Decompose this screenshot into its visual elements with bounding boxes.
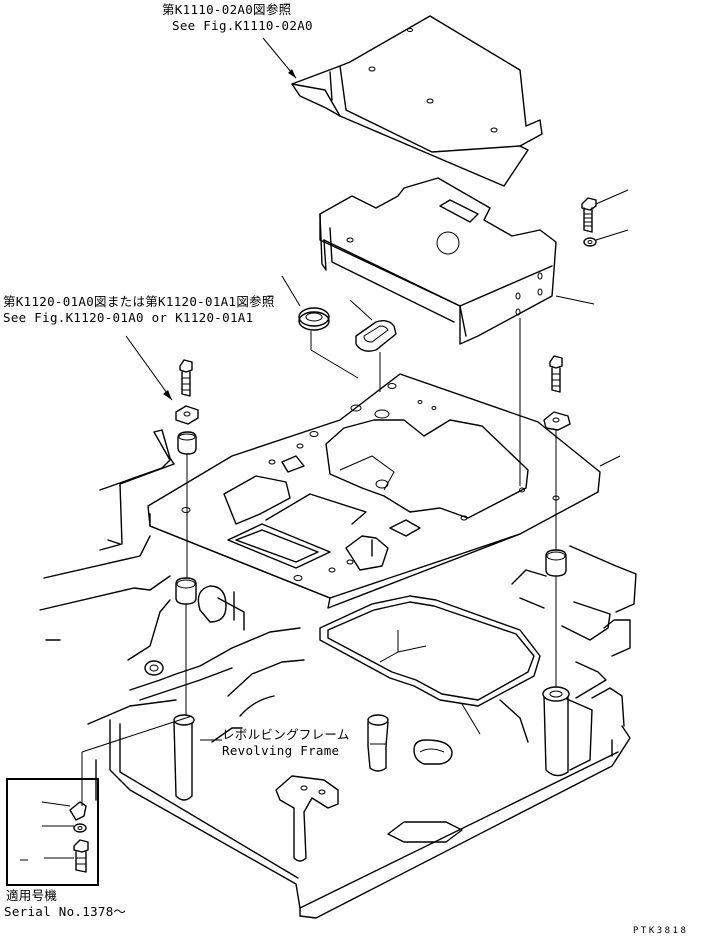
ref-cover-label-en: See Fig.K1110-02A0 bbox=[172, 18, 313, 33]
mount-cushion-left-lower bbox=[175, 577, 197, 605]
left-side-bracket bbox=[99, 429, 175, 551]
floor-plate-part bbox=[147, 373, 621, 609]
frame-pin-center bbox=[367, 714, 389, 772]
revolving-frame-label-jp: レボルビングフレーム bbox=[222, 727, 350, 742]
mount-bolt-right bbox=[549, 355, 563, 393]
ref-floor-label-en: See Fig.K1120-01A0 or K1120-01A1 bbox=[3, 310, 254, 325]
mount-cushion-right-lower bbox=[545, 549, 567, 577]
mount-washer-left bbox=[175, 405, 199, 425]
serial-label-en: Serial No.1378～ bbox=[4, 904, 127, 919]
floor-ref-arrow bbox=[125, 335, 173, 401]
bracket-cover-part bbox=[319, 177, 557, 345]
frame-pin-right bbox=[542, 686, 570, 777]
serial-leader bbox=[81, 715, 193, 753]
grommet-oval bbox=[349, 299, 397, 392]
ref-cover-label-jp: 第K1110-02A0図参照 bbox=[162, 2, 292, 17]
washer-upper-right bbox=[583, 229, 629, 247]
revolving-frame-label-en: Revolving Frame bbox=[222, 743, 340, 758]
serial-label-jp: 適用号機 bbox=[6, 888, 58, 903]
drawing-code: PTK3818 bbox=[633, 926, 689, 936]
grommet-round bbox=[281, 275, 359, 379]
ref-floor-label-jp: 第K1120-01A0図または第K1120-01A1図参照 bbox=[3, 294, 275, 309]
gasket-seal-part bbox=[319, 595, 541, 735]
frame-pin-left bbox=[173, 714, 195, 801]
mount-bolt-left bbox=[179, 359, 193, 397]
cover-ref-arrow bbox=[262, 37, 297, 79]
top-cover-part bbox=[291, 15, 543, 187]
bolt-upper-right bbox=[581, 189, 629, 233]
serial-inset-box bbox=[6, 778, 99, 886]
revolving-frame-part bbox=[39, 535, 637, 919]
mount-cushion-left-upper bbox=[177, 431, 197, 455]
bracket-leader bbox=[555, 295, 595, 305]
mount-washer-right bbox=[543, 411, 571, 431]
frame-bracket-center bbox=[275, 775, 339, 862]
